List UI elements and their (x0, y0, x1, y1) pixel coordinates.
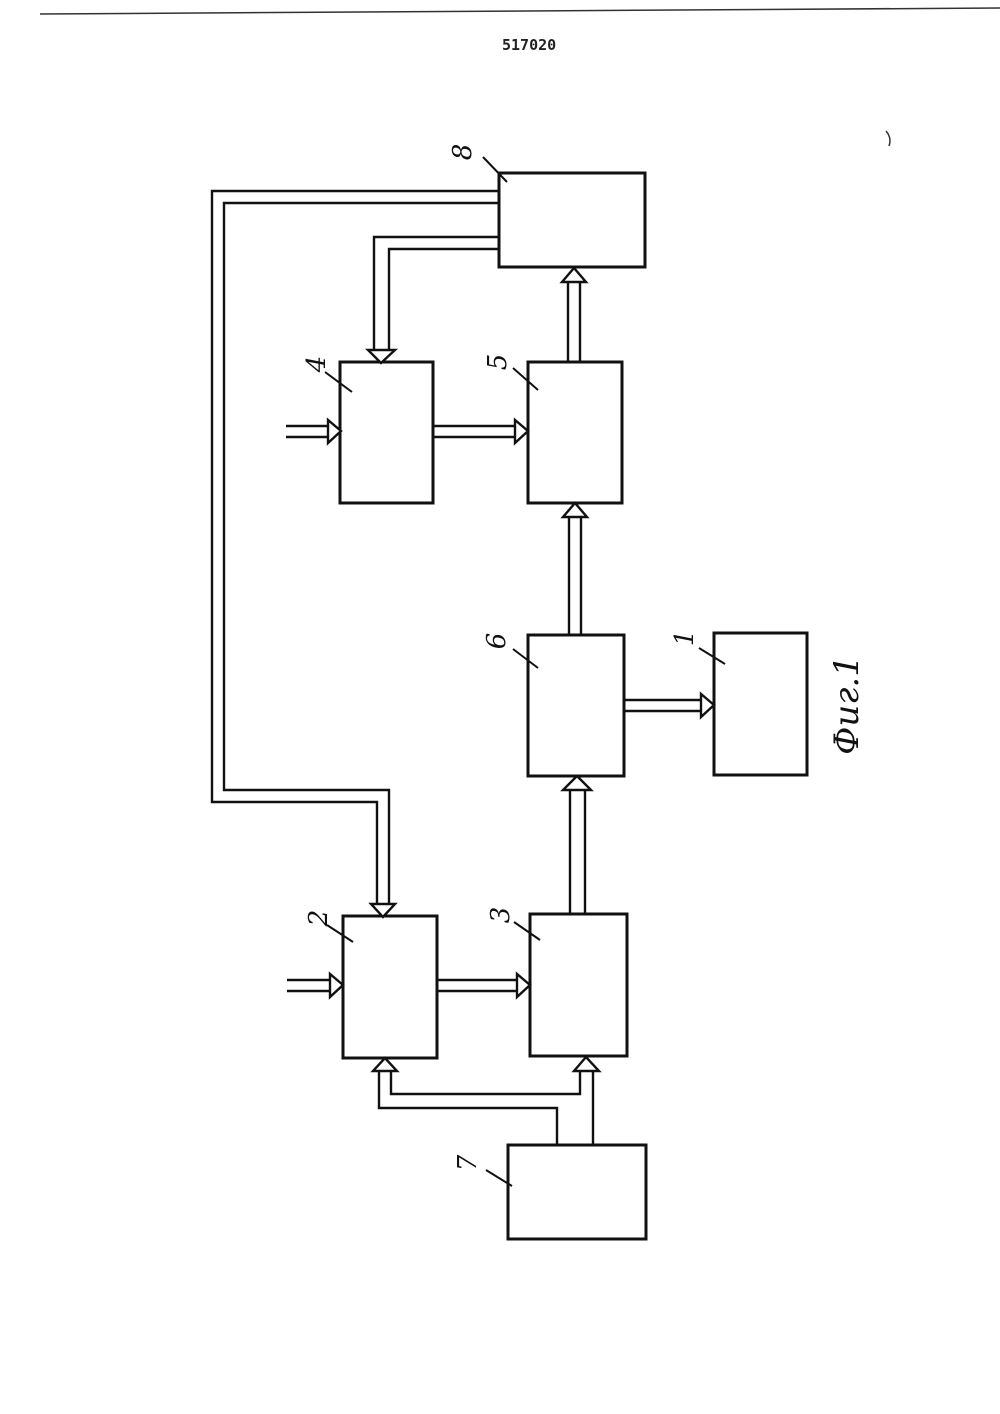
input-bus-4 (286, 420, 341, 443)
label-block-3: 3 (486, 907, 516, 924)
bus-3-to-6 (563, 776, 591, 914)
bus-5-to-8 (562, 268, 586, 362)
bus-7-to-3-and-2 (373, 1057, 599, 1145)
block-7 (508, 1145, 646, 1239)
block-5 (528, 362, 622, 503)
block-3 (530, 914, 627, 1056)
label-block-4: 4 (302, 356, 332, 374)
block-1 (714, 633, 807, 775)
bus-8-to-2 (212, 191, 499, 917)
block-2 (343, 916, 437, 1058)
block-6 (528, 635, 624, 776)
bus-8-to-4 (368, 237, 499, 363)
label-block-5: 5 (483, 354, 513, 371)
block-4 (340, 362, 433, 503)
bus-6-to-5 (563, 503, 587, 635)
label-block-7: 7 (453, 1154, 483, 1171)
scan-mark (886, 131, 890, 146)
block-8 (499, 173, 645, 267)
input-bus-2 (287, 974, 343, 997)
label-block-6: 6 (482, 633, 512, 650)
bus-4-to-5 (433, 420, 528, 443)
bus-2-to-3 (437, 974, 530, 997)
page-top-border (40, 8, 1000, 14)
label-block-1: 1 (670, 630, 700, 647)
bus-6-to-1 (624, 694, 714, 717)
label-block-8: 8 (448, 144, 478, 161)
patent-number: 517020 (502, 36, 556, 54)
leader-8 (483, 157, 507, 182)
label-block-2: 2 (304, 910, 334, 928)
figure-caption: Фиг.1 (827, 655, 867, 755)
